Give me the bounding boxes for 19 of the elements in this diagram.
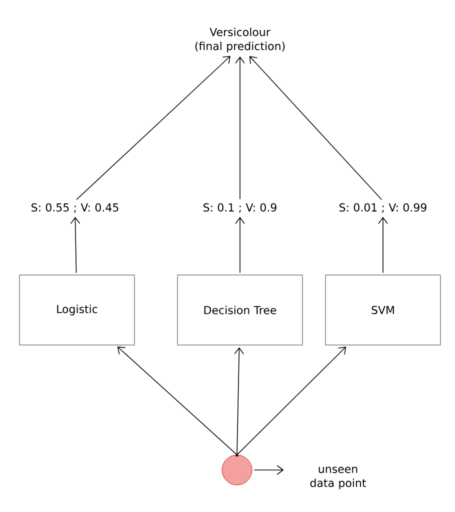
arrow xyxy=(70,216,80,274)
arrow xyxy=(249,56,382,200)
arrow xyxy=(234,347,244,458)
arrow xyxy=(235,346,346,457)
arrow xyxy=(378,216,388,274)
model-box: SVM xyxy=(325,274,441,346)
arrow xyxy=(117,346,239,457)
model-box: Decision Tree xyxy=(177,274,303,346)
label-text: unseen data point xyxy=(310,466,366,490)
label-text: S: 0.55 ; V: 0.45 xyxy=(32,203,118,213)
arrow xyxy=(235,216,245,274)
data-point-circle xyxy=(222,454,252,486)
arrow xyxy=(76,56,231,200)
label-text: S: 0.1 ; V: 0.9 xyxy=(204,203,276,213)
arrow xyxy=(235,56,245,200)
model-box: Logistic xyxy=(19,274,135,346)
arrow xyxy=(254,465,284,475)
label-text: S: 0.01 ; V: 0.99 xyxy=(340,203,426,213)
label-text: Versicolour (final prediction) xyxy=(195,28,285,52)
